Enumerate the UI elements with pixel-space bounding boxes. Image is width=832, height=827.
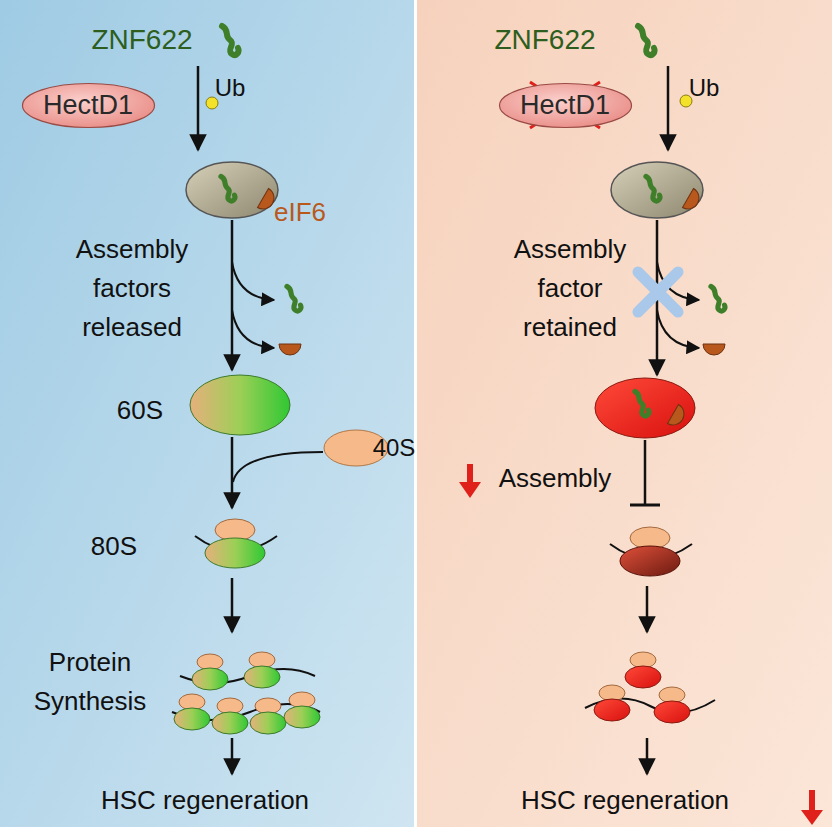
step-label: Assembly factor retained [495, 230, 645, 347]
divider [414, 0, 417, 827]
step-label: Assembly factors released [57, 230, 207, 347]
ubiquitin-label: Ub [689, 70, 720, 106]
right-panel [417, 0, 832, 827]
enzyme-name: HectD1 [498, 82, 633, 121]
enzyme-oval: HectD1 [21, 82, 156, 129]
left-pathway [172, 26, 388, 774]
subunit-label: 40S [373, 430, 416, 466]
step-label: Protein Synthesis [20, 643, 160, 721]
factor-name: eIF6 [274, 193, 326, 232]
ubiquitin-label: Ub [215, 70, 246, 106]
right-pathway [459, 26, 823, 825]
blocked-cross [638, 272, 678, 312]
complex-label: 80S [91, 527, 137, 566]
step-label: Assembly [499, 459, 612, 498]
decrease-arrow [801, 790, 823, 825]
left-panel [0, 0, 414, 827]
outcome-label: HSC regeneration [101, 781, 309, 820]
outcome-label: HSC regeneration [521, 781, 729, 820]
enzyme-name: HectD1 [21, 82, 156, 121]
enzyme-oval: HectD1 [498, 82, 633, 129]
decrease-arrow [459, 464, 481, 498]
subunit-label: 60S [117, 391, 163, 430]
protein-name: ZNF622 [91, 19, 192, 61]
protein-name: ZNF622 [494, 19, 595, 61]
